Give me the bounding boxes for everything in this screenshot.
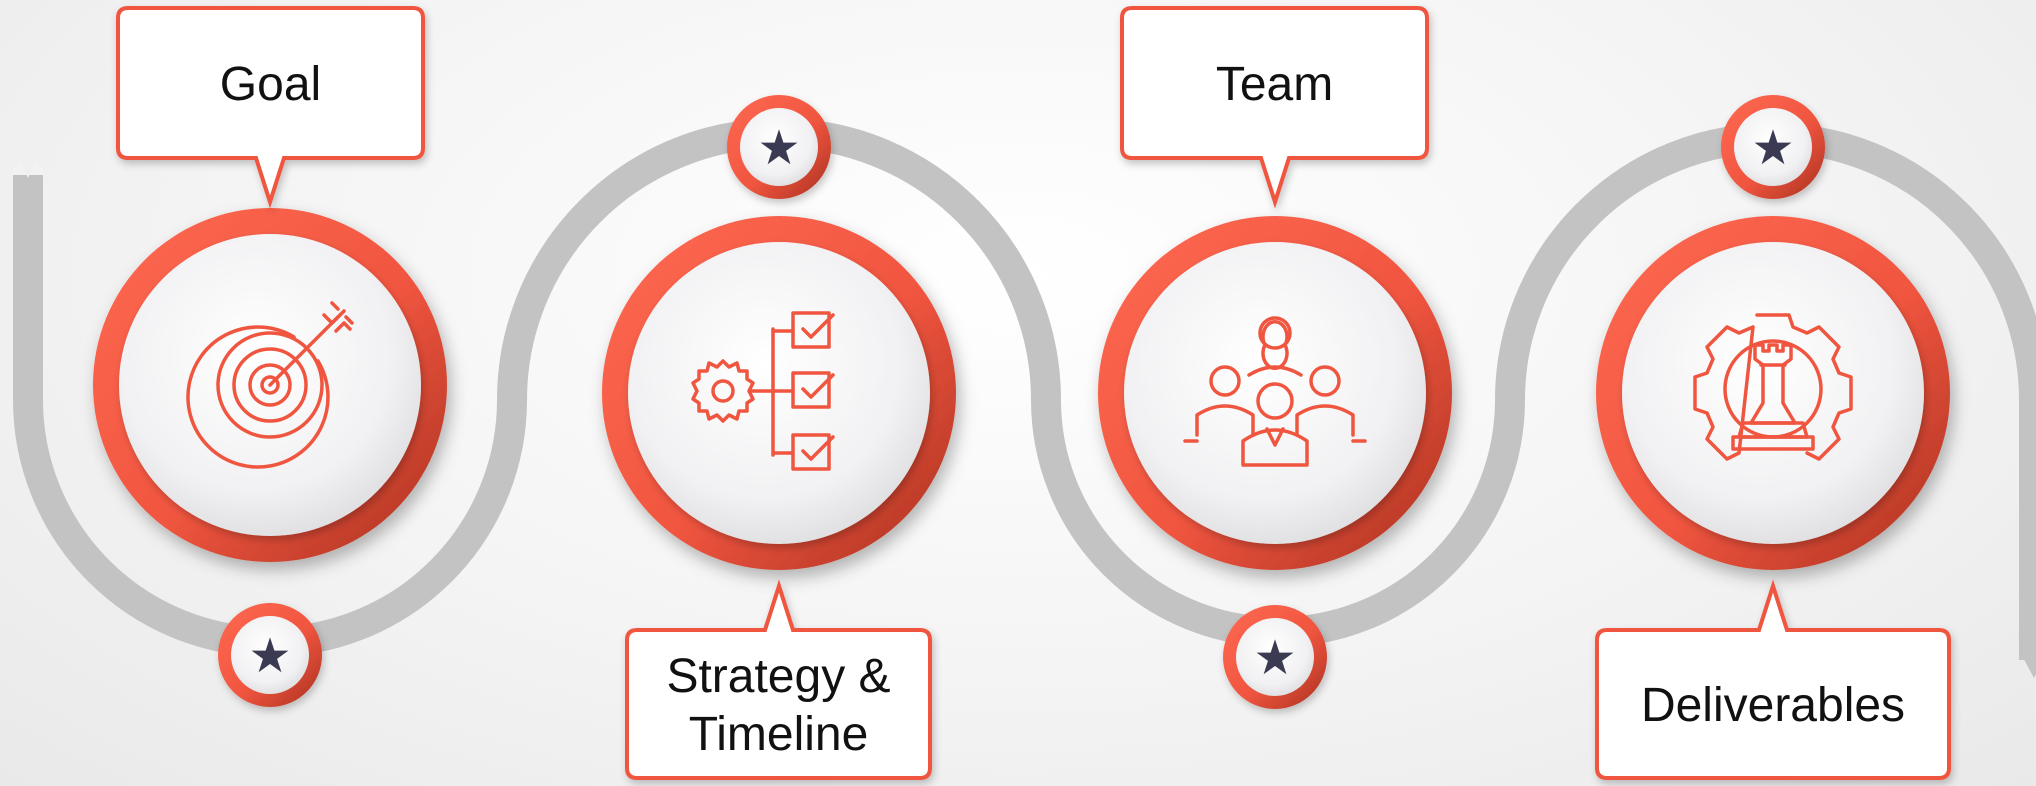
step-label: Deliverables (1641, 679, 1905, 732)
step-label: Team (1216, 58, 1333, 111)
star-marker: ★ (727, 95, 831, 199)
step-3: ★ Team (1098, 6, 1452, 709)
step-4: ★ Deliverables (1595, 95, 1951, 780)
step-label: Strategy & (666, 650, 890, 703)
star-icon: ★ (1253, 630, 1296, 686)
star-icon: ★ (757, 120, 800, 176)
target-icon (186, 301, 354, 469)
strategy-checklist-icon (691, 311, 835, 471)
step-2: ★ Strategy &Timeline (602, 95, 956, 780)
step-label: Goal (220, 58, 321, 111)
track-start-arrow (13, 160, 43, 178)
step-inner-disc (628, 242, 930, 544)
team-icon (1183, 316, 1367, 467)
callout-box: Deliverables (1595, 579, 1951, 780)
track-end-arrow (2019, 650, 2036, 678)
step-inner-disc (1124, 242, 1426, 544)
star-marker: ★ (218, 603, 322, 707)
callout-box: Strategy &Timeline (625, 579, 932, 780)
chess-gear-icon (1693, 313, 1853, 461)
star-icon: ★ (248, 628, 291, 684)
callout-box: Team (1120, 6, 1429, 209)
step-1: ★ Goal (93, 6, 447, 707)
star-marker: ★ (1223, 605, 1327, 709)
steps-layer: ★ Goal ★ Strategy &Timeline ★ Team ★ Deliverabl… (93, 6, 1951, 780)
track-path (12, 118, 2036, 660)
callout-box: Goal (116, 6, 425, 209)
star-marker: ★ (1721, 95, 1825, 199)
step-label: Timeline (689, 708, 869, 761)
step-inner-disc (1622, 242, 1924, 544)
star-icon: ★ (1751, 120, 1794, 176)
